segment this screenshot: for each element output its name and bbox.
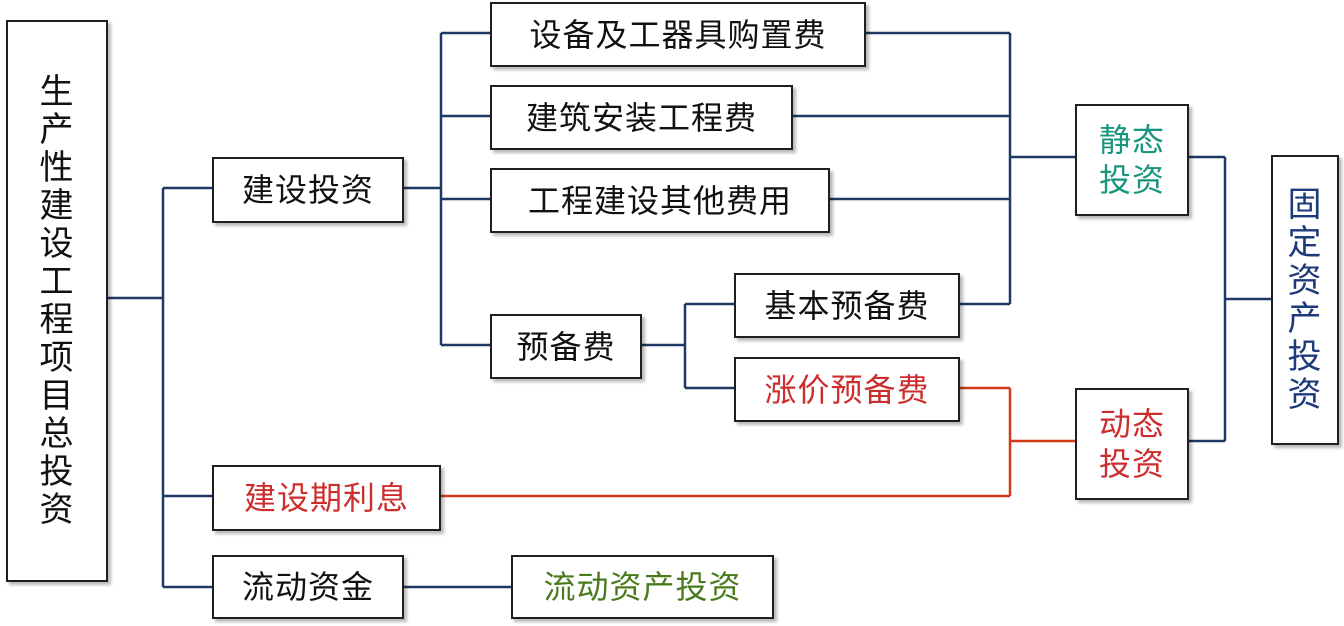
node-interest-during-construction: 建设期利息 <box>212 465 441 531</box>
node-contingency: 预备费 <box>490 314 642 379</box>
node-total-investment-char: 工 <box>39 261 75 302</box>
node-working-capital-label: 流动资金 <box>241 568 374 606</box>
node-total-investment-char: 建 <box>39 185 75 226</box>
node-fixed-asset-char: 资 <box>1287 260 1323 301</box>
node-fixed-asset-char: 产 <box>1287 299 1323 339</box>
node-fixed-asset-char: 资 <box>1287 375 1323 416</box>
node-total-investment-char: 总 <box>39 414 75 455</box>
node-total-investment-char: 目 <box>39 376 75 417</box>
node-fixed-asset-char: 定 <box>1287 222 1323 263</box>
node-fixed-asset-char: 固 <box>1287 184 1323 225</box>
node-dynamic-investment: 动态 投资 <box>1075 388 1189 500</box>
node-dynamic-investment-line: 动态 <box>1098 405 1165 443</box>
node-working-capital: 流动资金 <box>212 555 404 619</box>
node-interest-label: 建设期利息 <box>243 479 409 517</box>
node-construction-investment: 建设投资 <box>212 157 404 223</box>
node-fixed-asset-char: 投 <box>1287 337 1323 378</box>
node-fixed-asset-investment: 固 定 资 产 投 资 <box>1271 155 1339 445</box>
node-dynamic-investment-line: 投资 <box>1098 445 1165 483</box>
node-total-investment-char: 程 <box>39 300 75 340</box>
node-total-investment: 生 产 性 建 设 工 程 项 目 总 投 资 <box>6 20 108 582</box>
node-current-assets-investment: 流动资产投资 <box>511 555 774 619</box>
node-price-contingency: 涨价预备费 <box>734 357 960 422</box>
node-total-investment-char: 产 <box>39 109 75 150</box>
node-static-investment: 静态 投资 <box>1075 104 1189 216</box>
node-total-investment-char: 项 <box>39 338 75 379</box>
node-other-construction-costs: 工程建设其他费用 <box>490 168 830 233</box>
node-contingency-label: 预备费 <box>516 327 616 366</box>
node-total-investment-char: 设 <box>39 223 75 264</box>
node-basic-contingency: 基本预备费 <box>734 273 960 338</box>
node-total-investment-char: 资 <box>39 490 75 531</box>
node-price-contingency-label: 涨价预备费 <box>764 370 930 409</box>
node-total-investment-char: 投 <box>39 452 75 493</box>
node-static-investment-line: 投资 <box>1098 161 1165 199</box>
node-total-investment-char: 生 <box>39 71 75 112</box>
node-equipment-purchase: 设备及工器具购置费 <box>490 2 866 67</box>
node-equipment-purchase-label: 设备及工器具购置费 <box>529 15 827 54</box>
node-basic-contingency-label: 基本预备费 <box>764 286 930 325</box>
node-construction-installation: 建筑安装工程费 <box>490 85 793 150</box>
node-current-assets-investment-label: 流动资产投资 <box>543 568 742 606</box>
node-construction-installation-label: 建筑安装工程费 <box>525 98 757 137</box>
node-other-construction-costs-label: 工程建设其他费用 <box>527 181 792 220</box>
node-static-investment-line: 静态 <box>1098 121 1165 159</box>
node-total-investment-char: 性 <box>39 147 75 188</box>
node-construction-investment-label: 建设投资 <box>241 171 374 209</box>
